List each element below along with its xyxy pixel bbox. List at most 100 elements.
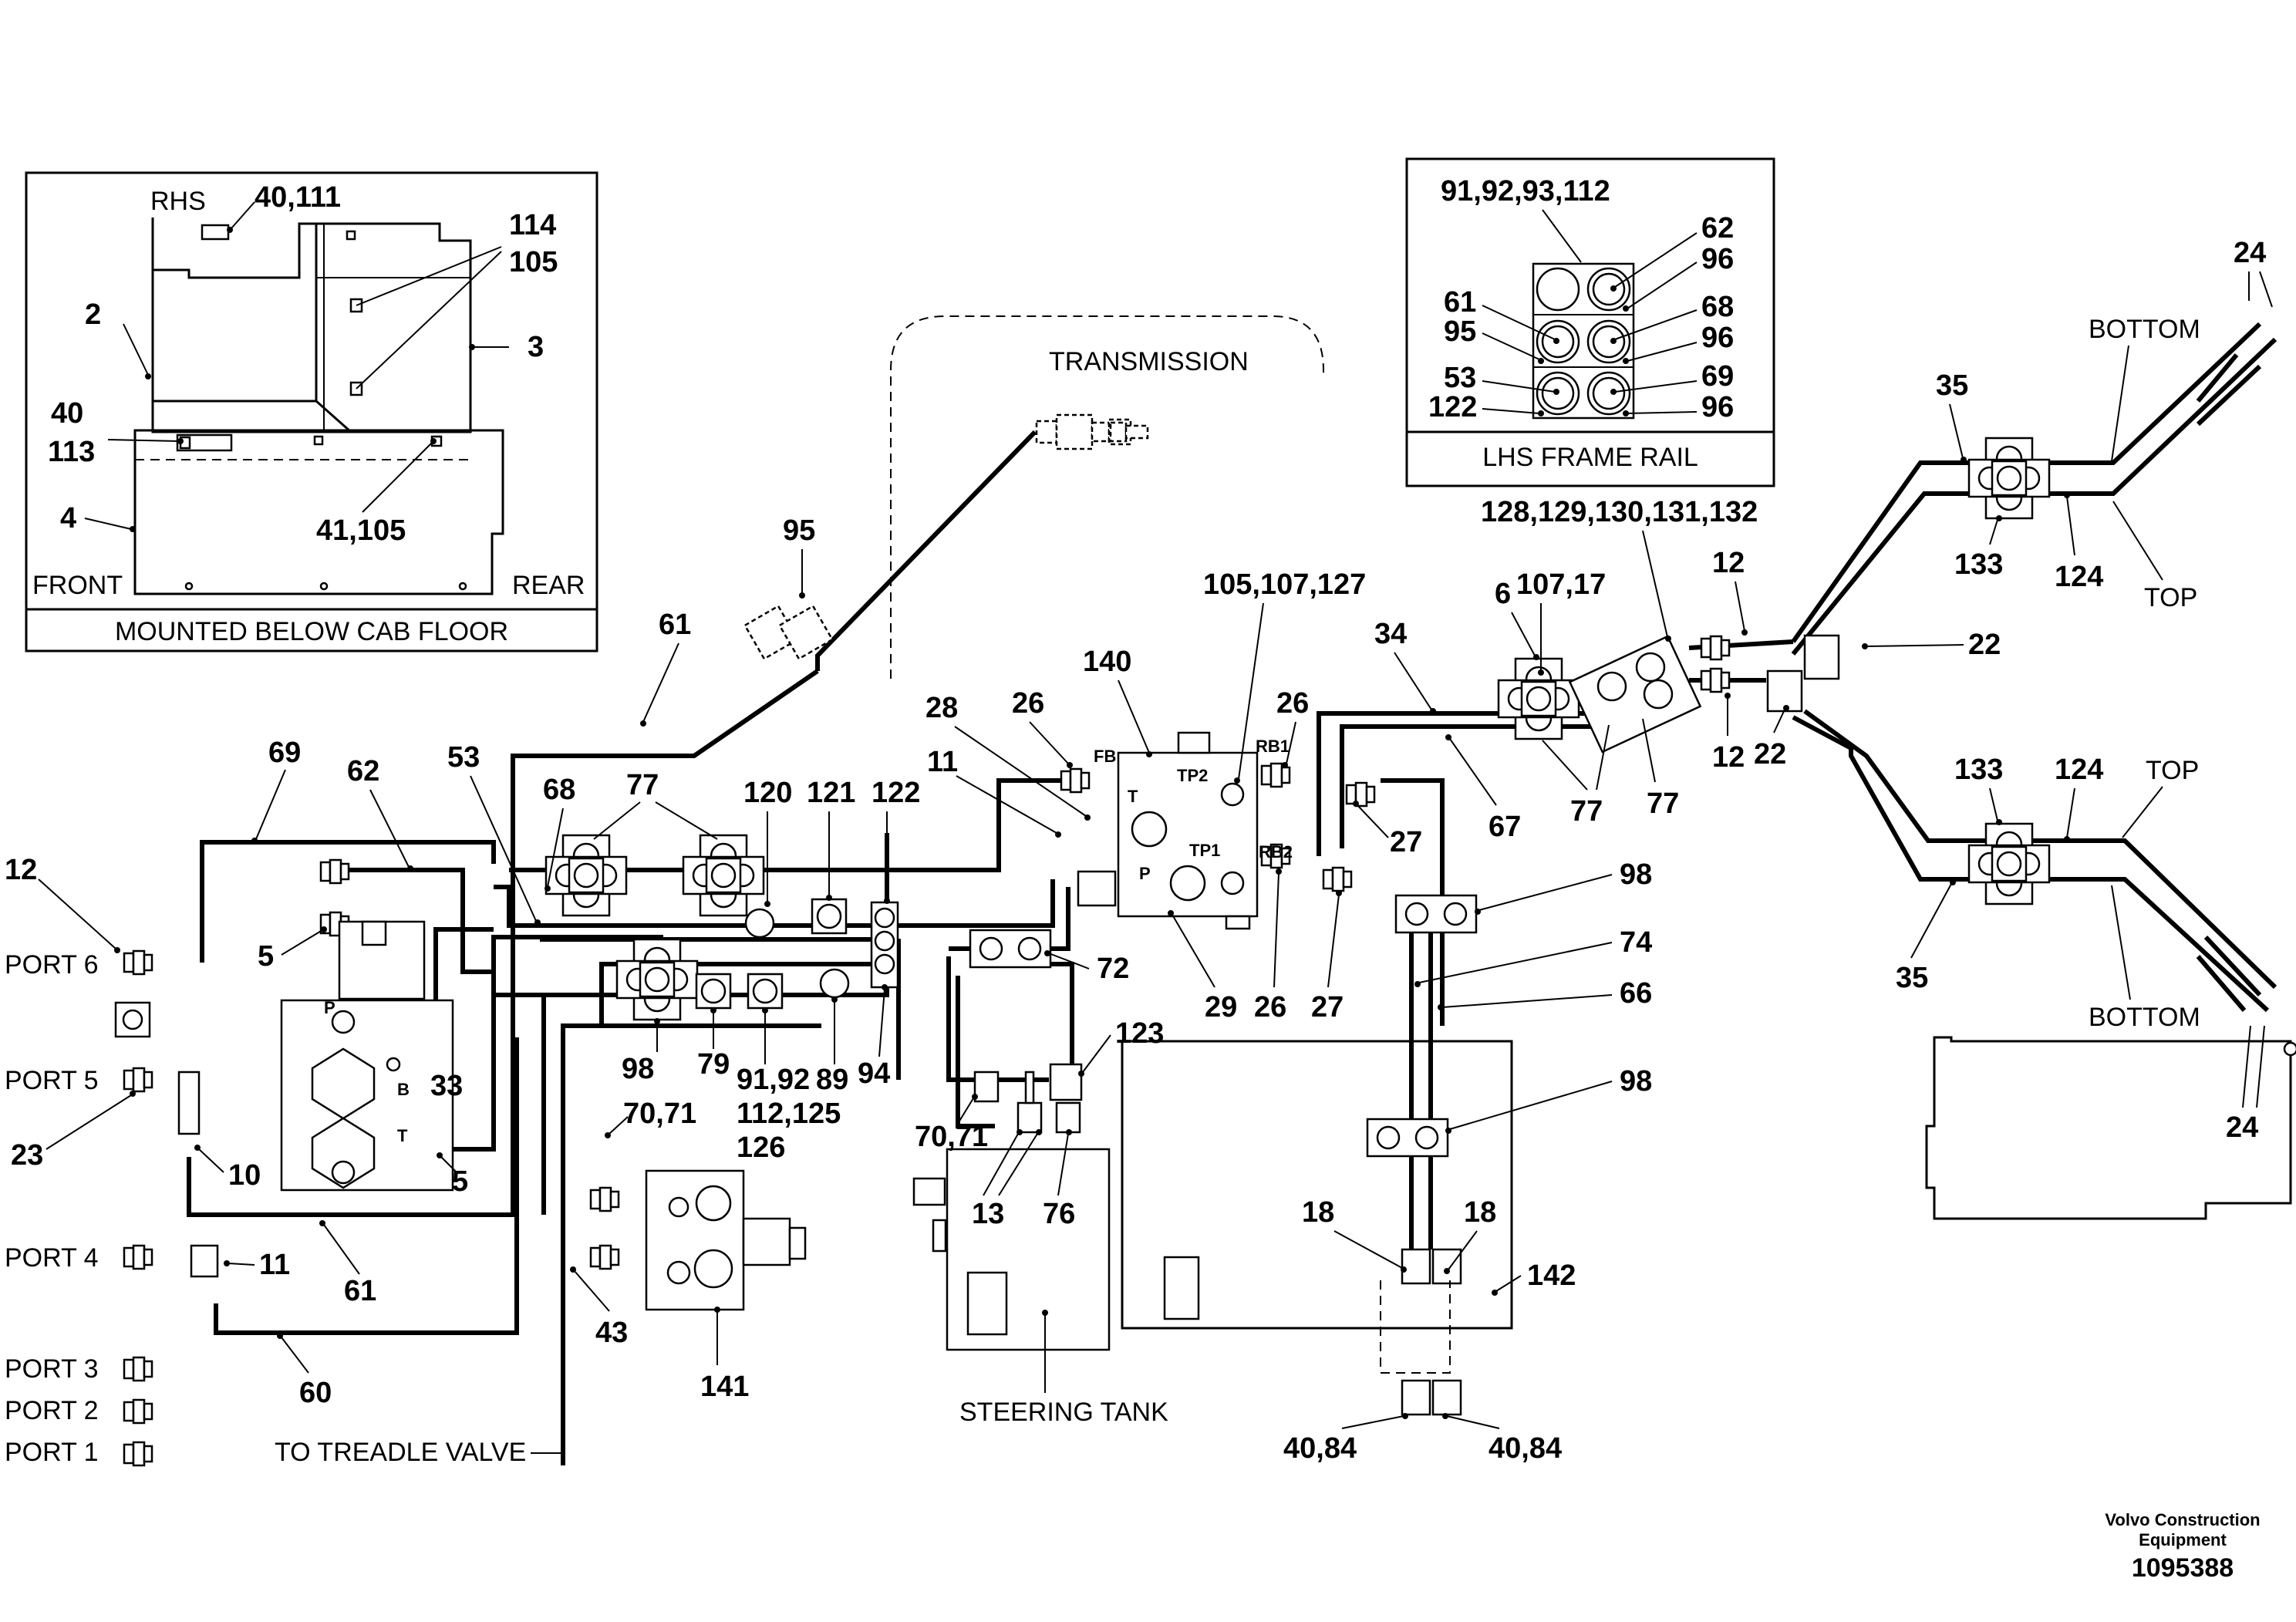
transmission-label: TRANSMISSION bbox=[1049, 347, 1249, 376]
callout-95: 95 bbox=[783, 514, 815, 547]
callout-77a: 77 bbox=[626, 769, 659, 801]
transmission-outline: TRANSMISSION bbox=[890, 315, 1324, 679]
frame-callout-96c: 96 bbox=[1701, 391, 1734, 423]
callout-40-84a: 40,84 bbox=[1283, 1432, 1357, 1465]
fittings bbox=[114, 634, 1840, 1467]
bottom-label-b: BOTTOM bbox=[2089, 1003, 2200, 1032]
callout-76: 76 bbox=[1043, 1198, 1075, 1230]
valve-fb-letter: FB bbox=[1094, 747, 1116, 766]
top-label-b: TOP bbox=[2146, 756, 2199, 785]
company-line-2: Equipment bbox=[2139, 1530, 2227, 1549]
callout-126: 126 bbox=[737, 1131, 785, 1164]
rhs-label: RHS bbox=[150, 187, 206, 216]
callout-26b: 26 bbox=[1276, 687, 1309, 720]
drawing-number: 1095388 bbox=[2132, 1553, 2234, 1583]
callout-77b: 77 bbox=[1570, 795, 1603, 828]
callout-43: 43 bbox=[595, 1317, 628, 1349]
callout-60: 60 bbox=[299, 1377, 332, 1409]
callout-122: 122 bbox=[872, 777, 920, 809]
callout-24a: 24 bbox=[2234, 237, 2266, 269]
callout-35a: 35 bbox=[1936, 369, 1968, 402]
top-label-a: TOP bbox=[2144, 583, 2197, 612]
callout-67: 67 bbox=[1489, 811, 1521, 843]
company-line-1: Volvo Construction bbox=[2105, 1510, 2260, 1529]
callout-74: 74 bbox=[1620, 926, 1652, 959]
components bbox=[645, 353, 2296, 1351]
callout-120: 120 bbox=[743, 777, 792, 809]
frame-callout-91-92-93-112: 91,92,93,112 bbox=[1441, 175, 1610, 207]
inset-frame-rail: 91,92,93,112 62 96 61 95 68 96 53 122 69… bbox=[1405, 157, 1775, 487]
port-3-label: PORT 3 bbox=[5, 1354, 99, 1384]
callout-4: 4 bbox=[60, 502, 76, 534]
callout-94: 94 bbox=[858, 1057, 890, 1090]
valve-p2-letter: P bbox=[1139, 864, 1151, 883]
callout-61a: 61 bbox=[659, 609, 691, 641]
callout-128-132: 128,129,130,131,132 bbox=[1481, 496, 1758, 528]
valve-t-letter: T bbox=[397, 1126, 408, 1145]
bottom-label-a: BOTTOM bbox=[2089, 315, 2200, 344]
callout-123: 123 bbox=[1115, 1017, 1164, 1050]
valve-tp1-letter: TP1 bbox=[1189, 841, 1220, 860]
callout-40: 40 bbox=[51, 397, 83, 430]
callout-10: 10 bbox=[228, 1159, 261, 1192]
callout-11a: 11 bbox=[259, 1249, 290, 1281]
callout-24b: 24 bbox=[2226, 1111, 2258, 1144]
callout-89: 89 bbox=[816, 1064, 848, 1096]
port-2-label: PORT 2 bbox=[5, 1396, 99, 1425]
port-5-label: PORT 5 bbox=[5, 1066, 99, 1095]
callout-124a: 124 bbox=[2055, 561, 2103, 593]
callout-35b: 35 bbox=[1896, 962, 1928, 994]
callout-61b: 61 bbox=[344, 1275, 376, 1307]
callout-26c: 26 bbox=[1254, 991, 1286, 1023]
valve-block-140: FB TP2 RB1 T TP1 RB2 P bbox=[1077, 731, 1293, 930]
callout-23: 23 bbox=[11, 1139, 43, 1172]
ports: PORT 6 PORT 5 PORT 4 PORT 3 PORT 2 PORT … bbox=[5, 950, 99, 1467]
callout-105-107-127: 105,107,127 bbox=[1203, 568, 1366, 601]
callout-22b: 22 bbox=[1754, 738, 1786, 771]
callout-22a: 22 bbox=[1968, 629, 2001, 661]
inset-cab-floor: RHS 40,111 114 105 2 3 40 113 4 41,105 F… bbox=[25, 171, 598, 653]
callout-6: 6 bbox=[1495, 578, 1511, 610]
callout-3: 3 bbox=[528, 331, 544, 363]
to-treadle-valve-label: TO TREADLE VALVE bbox=[275, 1438, 526, 1467]
port-1-label: PORT 1 bbox=[5, 1438, 99, 1467]
hose-lines bbox=[187, 322, 2277, 1465]
callout-11b: 11 bbox=[927, 746, 958, 778]
callout-5b: 5 bbox=[452, 1165, 468, 1198]
rear-label: REAR bbox=[512, 571, 585, 600]
frame-callout-96b: 96 bbox=[1701, 322, 1734, 354]
valve-tp2-letter: TP2 bbox=[1177, 766, 1208, 785]
port-6-label: PORT 6 bbox=[5, 950, 99, 980]
callout-62: 62 bbox=[347, 755, 379, 787]
callout-133b: 133 bbox=[1954, 754, 2003, 786]
footer: Volvo Construction Equipment 1095388 bbox=[2105, 1510, 2260, 1583]
front-label: FRONT bbox=[32, 571, 123, 600]
valve-rb2-letter: RB2 bbox=[1259, 842, 1293, 862]
callout-13: 13 bbox=[972, 1198, 1004, 1230]
valve-t2-letter: T bbox=[1128, 787, 1138, 806]
callout-113: 113 bbox=[48, 436, 95, 468]
callout-12c: 12 bbox=[1712, 741, 1745, 774]
callout-18a: 18 bbox=[1302, 1196, 1334, 1229]
callout-27a: 27 bbox=[1390, 826, 1422, 858]
callout-70-71a: 70,71 bbox=[623, 1098, 696, 1130]
inset-cab-caption: MOUNTED BELOW CAB FLOOR bbox=[115, 617, 508, 646]
callout-91-92: 91,92 bbox=[737, 1064, 810, 1096]
callout-105: 105 bbox=[509, 246, 558, 278]
inset-frame-caption: LHS FRAME RAIL bbox=[1482, 443, 1698, 472]
frame-callout-61: 61 bbox=[1444, 286, 1476, 319]
callout-142: 142 bbox=[1527, 1259, 1576, 1292]
frame-callout-122: 122 bbox=[1428, 391, 1477, 423]
callout-29: 29 bbox=[1205, 991, 1237, 1023]
callout-26a: 26 bbox=[1012, 687, 1044, 720]
callout-40-84b: 40,84 bbox=[1489, 1432, 1562, 1465]
callout-27b: 27 bbox=[1311, 991, 1344, 1023]
callout-140: 140 bbox=[1083, 646, 1131, 678]
callout-12b: 12 bbox=[1712, 547, 1745, 579]
callout-28: 28 bbox=[925, 692, 958, 724]
valve-b-letter: B bbox=[397, 1080, 410, 1099]
callout-141: 141 bbox=[700, 1371, 749, 1403]
port-4-label: PORT 4 bbox=[5, 1243, 99, 1273]
callout-68: 68 bbox=[543, 774, 575, 806]
